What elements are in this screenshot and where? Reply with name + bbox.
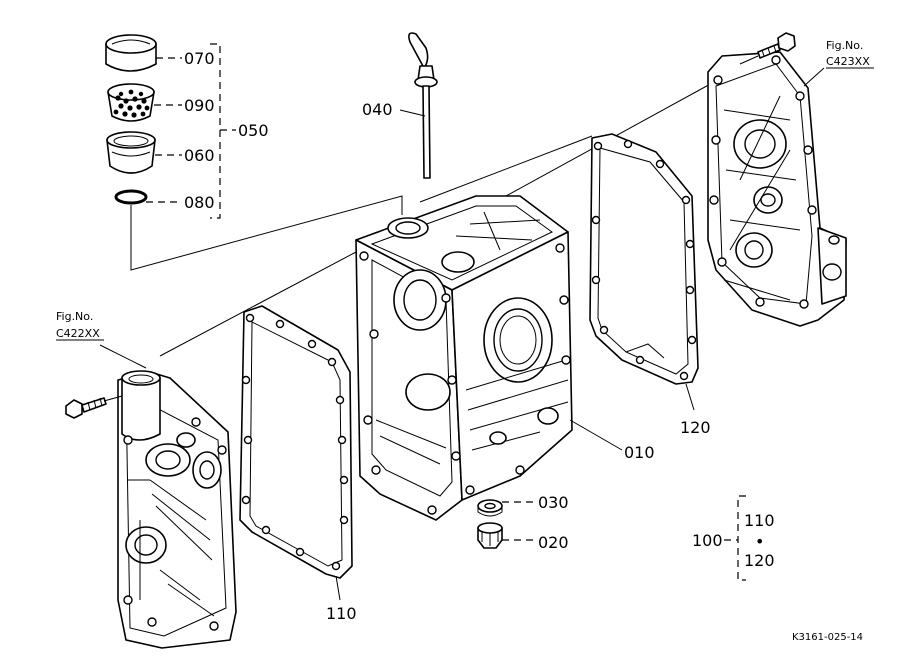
right-cover-bolt[interactable]: [757, 32, 796, 59]
right-fig-title: Fig.No.: [826, 39, 863, 52]
left-fig-title: Fig.No.: [56, 310, 93, 323]
transmission-case-010[interactable]: [355, 195, 573, 521]
drawing-code: K3161-025-14: [792, 632, 863, 643]
callout-070: 070: [184, 49, 215, 68]
callout-110: 110: [326, 604, 357, 623]
left-cover-bolt[interactable]: [65, 397, 107, 419]
dipstick-leader: [399, 109, 426, 117]
filter-cup-060[interactable]: [106, 131, 156, 174]
dipstick-040[interactable]: [408, 32, 438, 179]
right-cover-plate[interactable]: [707, 51, 847, 327]
callout-040: 040: [362, 100, 393, 119]
callout-060: 060: [184, 146, 215, 165]
callout-090: 090: [184, 96, 215, 115]
washer-030[interactable]: [477, 499, 503, 517]
gasket-110-leader: [335, 575, 341, 601]
left-bolt-leader: [103, 395, 123, 402]
filter-connection-line: [130, 195, 403, 271]
set-group-item-110: 110: [744, 511, 775, 530]
callout-120: 120: [680, 418, 711, 437]
gasket-120[interactable]: [589, 133, 699, 385]
left-fig-code[interactable]: C422XX: [56, 327, 100, 340]
drain-plug-020[interactable]: [477, 522, 503, 549]
callout-080: 080: [184, 193, 215, 212]
left-cover-plate[interactable]: [117, 370, 237, 649]
filter-cap-070[interactable]: [105, 34, 157, 72]
filter-leader-lines: [146, 43, 236, 219]
callout-020: 020: [538, 533, 569, 552]
gasket-110[interactable]: [239, 305, 353, 579]
set-group-100: [724, 495, 746, 581]
callout-050: 050: [238, 121, 269, 140]
case-010-leader: [569, 419, 623, 451]
right-fig-code[interactable]: C423XX: [826, 55, 870, 68]
filter-mesh-090[interactable]: [107, 83, 155, 122]
set-group-separator: •: [755, 532, 764, 551]
right-bolt-leader: [739, 55, 759, 65]
right-fig-leader: [803, 67, 825, 87]
callout-030: 030: [538, 493, 569, 512]
left-fig-leader: [99, 344, 147, 369]
o-ring-080[interactable]: [114, 189, 148, 205]
set-group-label: 100: [692, 531, 723, 550]
callout-010: 010: [624, 443, 655, 462]
gasket-120-leader: [685, 383, 695, 411]
set-group-item-120: 120: [744, 551, 775, 570]
